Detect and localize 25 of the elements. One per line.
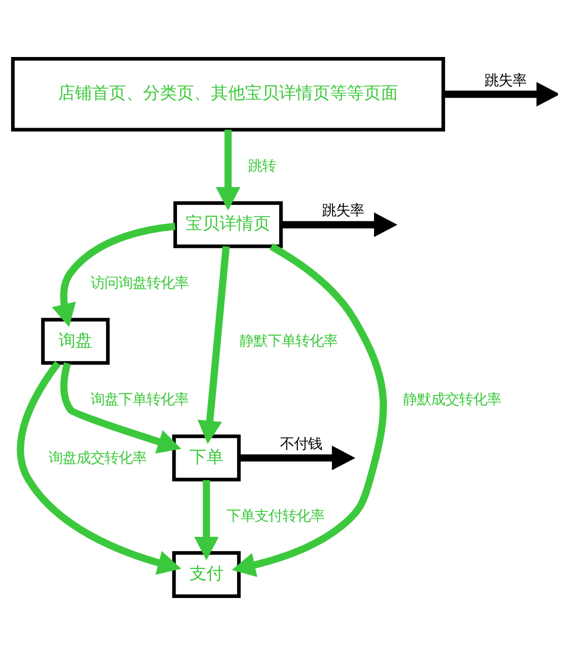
arrow — [198, 246, 230, 444]
arrow — [60, 362, 182, 454]
edge-label: 跳失率 — [322, 203, 364, 220]
edge-label: 询盘下单转化率 — [90, 392, 188, 408]
edge-label: 询盘成交转化率 — [48, 450, 146, 466]
node-box: 支付 — [172, 551, 241, 598]
arrow — [239, 446, 356, 470]
arrow — [232, 243, 387, 578]
edge-label: 下单支付转化率 — [226, 508, 324, 525]
edge-label: 静默下单转化率 — [240, 334, 338, 350]
arrow — [194, 480, 219, 560]
node-box: 店铺首页、分类页、其他宝贝详情页等等页面 — [11, 57, 446, 132]
edge-label: 不付钱 — [280, 436, 322, 452]
node-box: 下单 — [172, 434, 241, 482]
arrow — [16, 361, 182, 575]
node-box: 宝贝详情页 — [173, 201, 283, 248]
node-box: 询盘 — [41, 318, 110, 365]
edge-label: 跳转 — [248, 158, 276, 175]
arrow — [216, 130, 240, 210]
arrow — [52, 222, 176, 328]
arrow — [281, 212, 398, 237]
arrow — [444, 82, 558, 107]
edge-label: 跳失率 — [484, 72, 527, 89]
edge-label: 访问询盘转化率 — [90, 275, 188, 292]
edge-label: 静默成交转化率 — [403, 392, 502, 408]
